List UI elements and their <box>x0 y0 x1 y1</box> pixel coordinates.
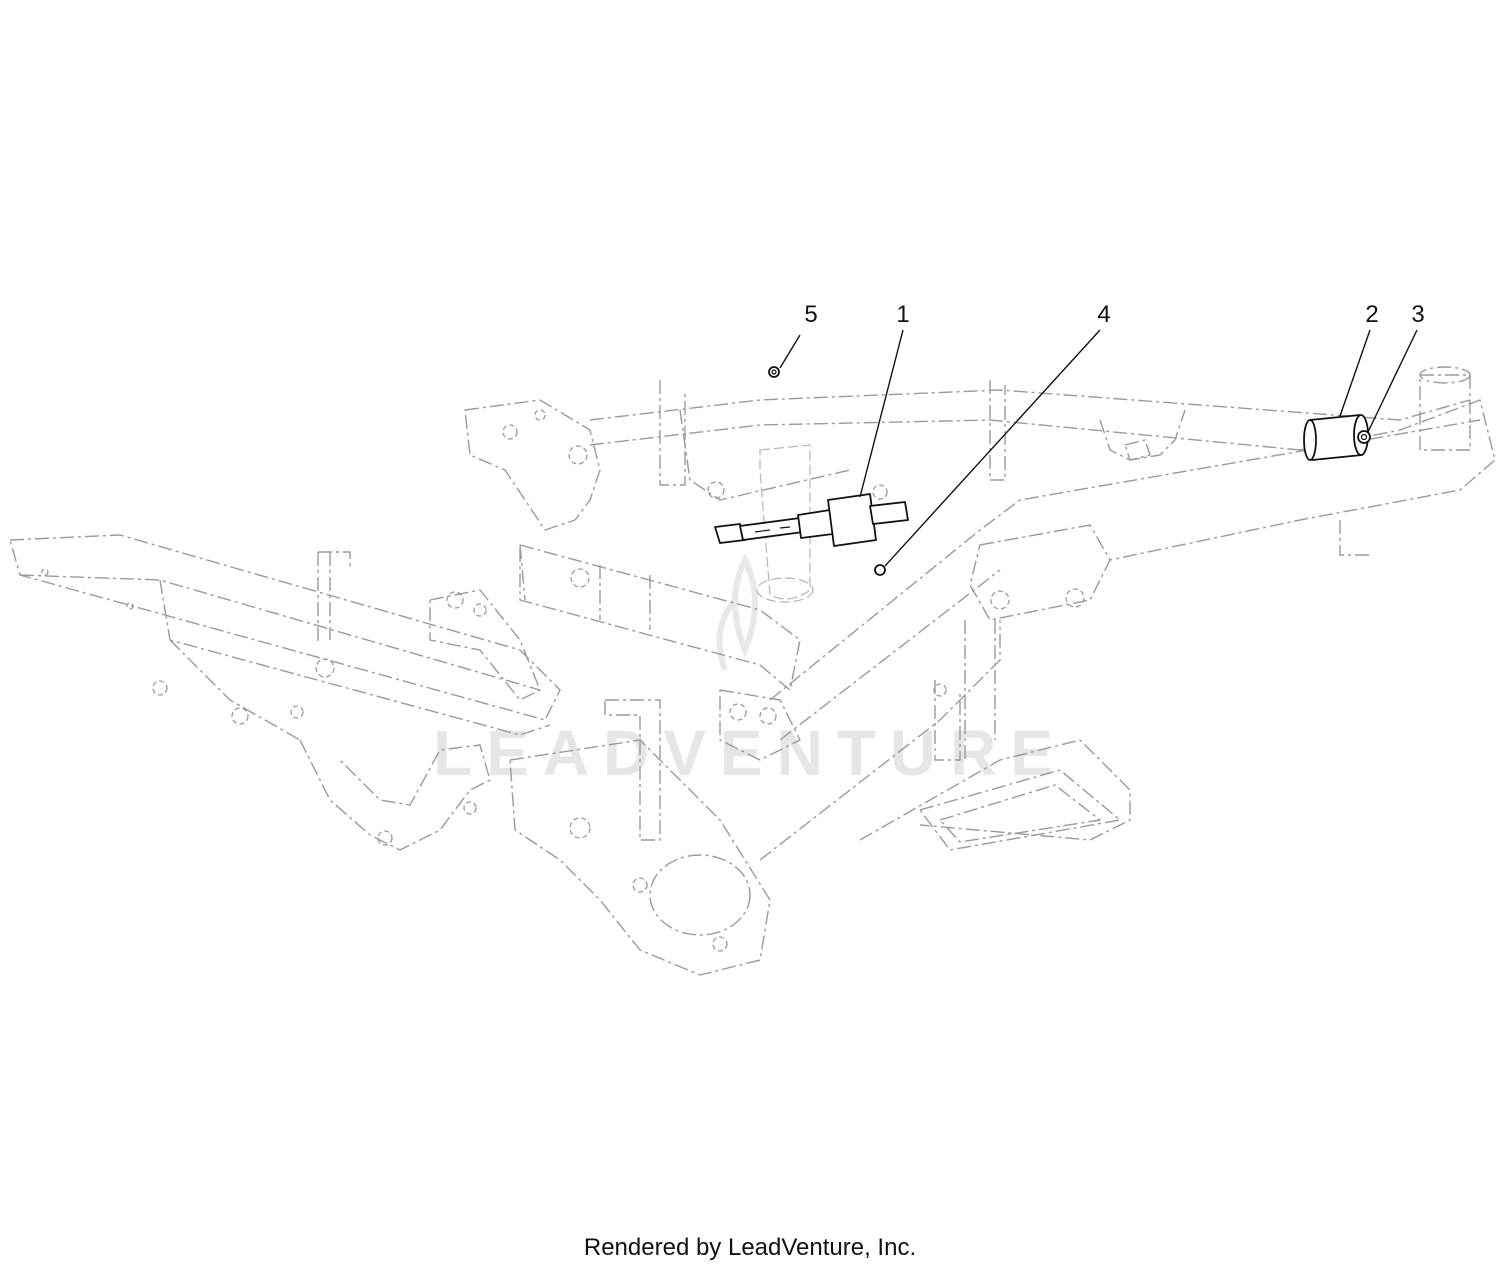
callout-5: 5 <box>804 301 817 328</box>
footer-credit: Rendered by LeadVenture, Inc. <box>583 1234 917 1261</box>
screw-4 <box>874 564 886 576</box>
leader-4 <box>884 329 1101 567</box>
leader-5 <box>779 334 801 369</box>
callout-3: 3 <box>1411 301 1424 328</box>
callout-1: 1 <box>896 301 909 328</box>
leader-lines <box>779 329 1418 567</box>
callout-4: 4 <box>1097 301 1110 328</box>
nut-5 <box>768 366 780 378</box>
watermark-text: LEADVENTURE <box>433 717 1067 789</box>
callout-2: 2 <box>1365 301 1378 328</box>
leader-3 <box>1367 329 1418 433</box>
pump-motor-assembly <box>714 444 909 603</box>
watermark: LEADVENTURE <box>433 553 1067 789</box>
filter-fitting <box>1357 430 1371 444</box>
leader-1 <box>859 329 904 498</box>
leader-2 <box>1339 329 1371 417</box>
mower-frame <box>9 366 1496 976</box>
callouts: 5 1 4 2 3 <box>804 301 1424 328</box>
